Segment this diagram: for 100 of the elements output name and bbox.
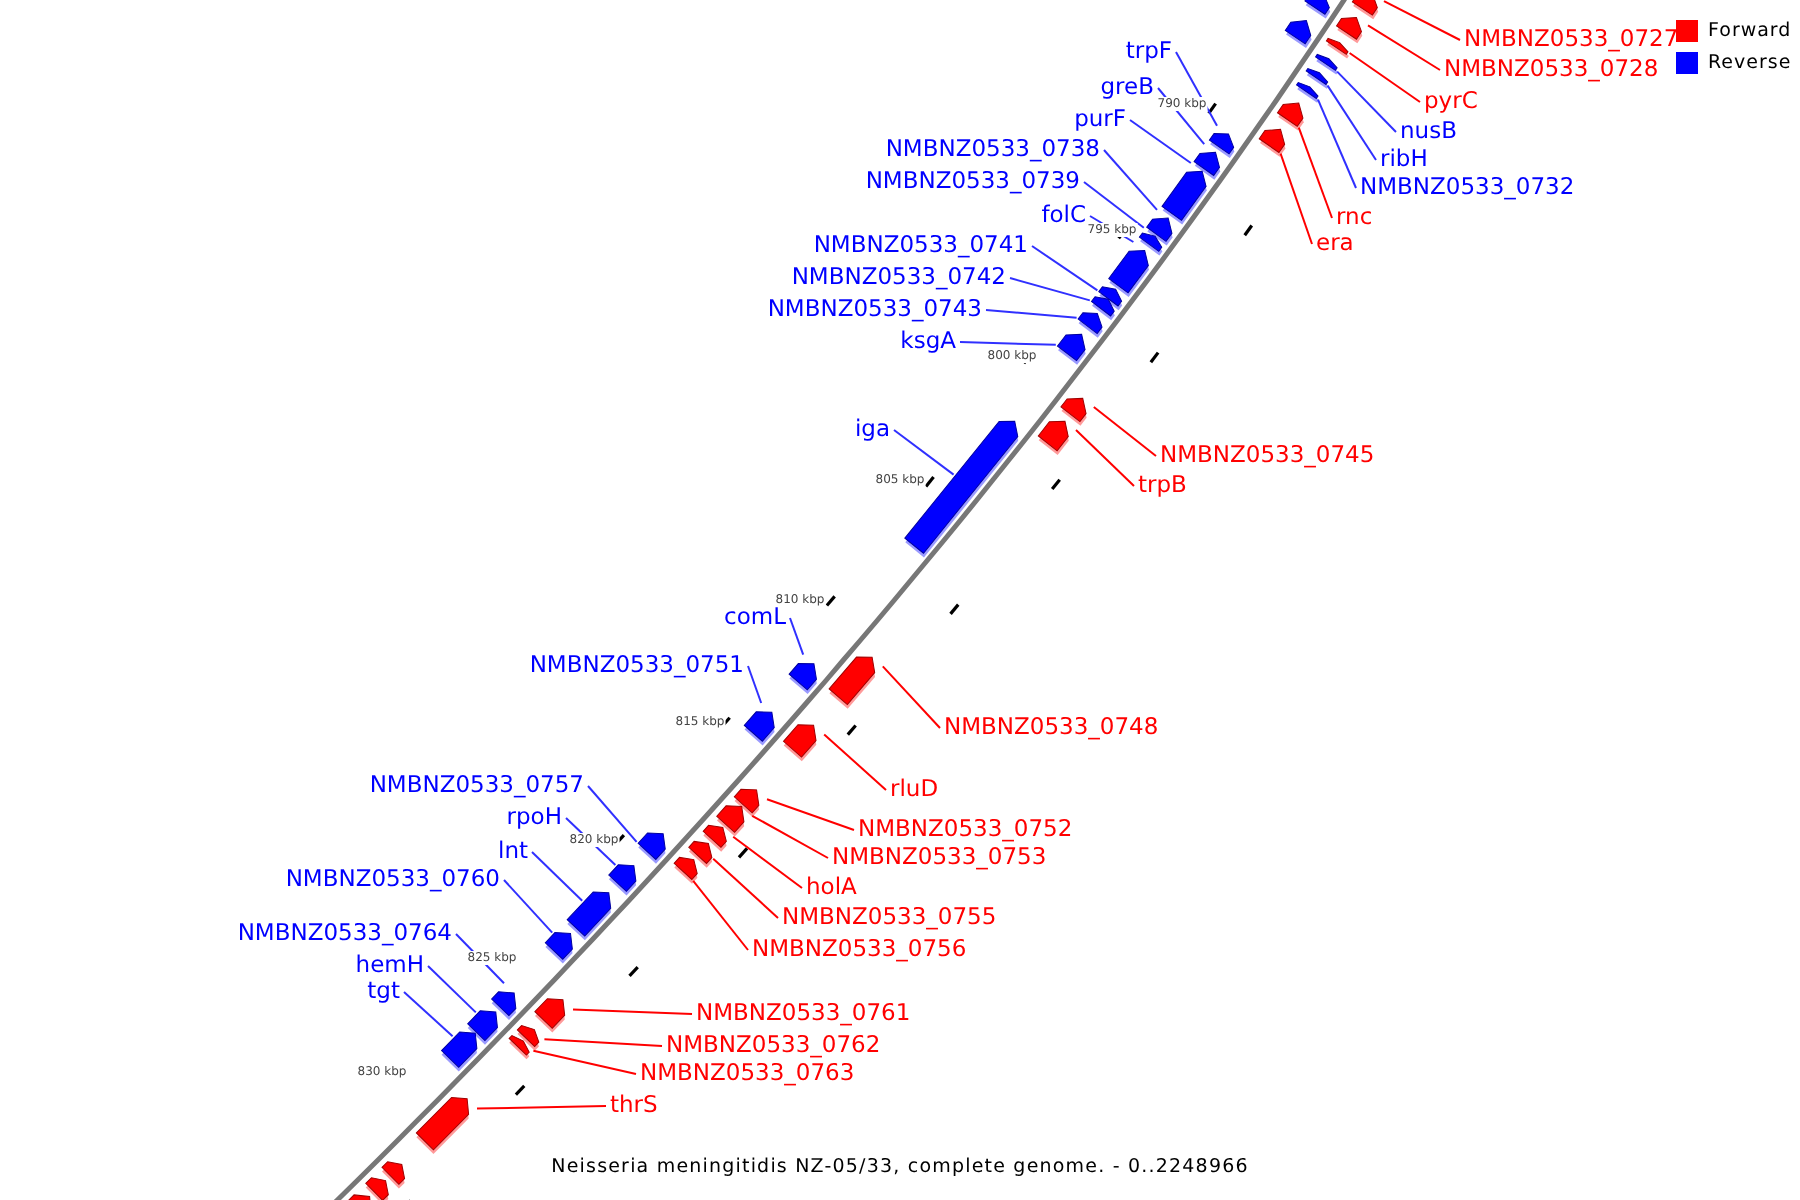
gene-feature (828, 656, 876, 709)
gene-label: NMBNZ0533_0762 (666, 1032, 881, 1058)
gene-label: NMBNZ0533_0752 (858, 816, 1073, 842)
gene-label: NMBNZ0533_0738 (885, 136, 1100, 162)
gene-label: NMBNZ0533_0753 (832, 844, 1047, 870)
gene-label: NMBNZ0533_0741 (813, 232, 1028, 258)
gene-feature (1351, 0, 1379, 20)
gene-feature (608, 864, 637, 896)
gene-feature (1037, 420, 1069, 455)
leader-line (1031, 245, 1099, 292)
gene-label: ksgA (900, 328, 956, 354)
leader-line (427, 965, 477, 1014)
gene-feature (1277, 102, 1304, 131)
gene-feature (365, 1177, 389, 1200)
gene-label: NMBNZ0533_0748 (944, 714, 1159, 740)
gene-feature (783, 724, 817, 762)
leader-line (1092, 406, 1157, 457)
leader-line (503, 879, 554, 934)
leader-line (692, 879, 749, 951)
leader-line (712, 857, 779, 919)
gene-feature (904, 420, 1019, 558)
gene-label: NMBNZ0533_0757 (369, 772, 584, 798)
leader-line (1279, 152, 1313, 245)
leader-line (1103, 149, 1158, 211)
gene-feature (1325, 37, 1349, 59)
gene-label: purF (1074, 106, 1126, 132)
leader-line (881, 665, 941, 729)
gene-label: NMBNZ0533_0745 (1160, 442, 1375, 468)
gene-feature (491, 991, 517, 1020)
gene-label: NMBNZ0533_0727 (1464, 26, 1679, 52)
gene-label: rluD (890, 776, 939, 802)
leader-line (476, 1105, 607, 1110)
gene-label: folC (1041, 202, 1086, 228)
gene-feature (1258, 128, 1286, 157)
gene-label: holA (806, 874, 857, 900)
leader-line (587, 785, 638, 843)
gene-label: greB (1100, 74, 1154, 100)
gene-feature (673, 856, 698, 884)
leader-line (1348, 52, 1421, 103)
gene-feature (534, 998, 566, 1033)
gene-label: NMBNZ0533_0732 (1360, 174, 1575, 200)
leader-line (766, 798, 855, 831)
leader-line (1383, 0, 1461, 41)
gene-label: NMBNZ0533_0728 (1444, 56, 1659, 82)
gene-label: hemH (355, 952, 424, 978)
leader-line (572, 1008, 693, 1015)
leader-line (1075, 429, 1135, 487)
gene-feature (508, 1035, 530, 1060)
gene-label: NMBNZ0533_0743 (767, 296, 982, 322)
gene-label: thrS (610, 1092, 658, 1118)
gene-feature (1060, 397, 1087, 426)
gene-label: nusB (1400, 118, 1457, 144)
leader-line (823, 733, 887, 791)
legend-label: Forward (1708, 20, 1792, 42)
caption: Neisseria meningitidis NZ-05/33, complete genome. - 0..2248966 (551, 1156, 1249, 1178)
gene-feature (566, 891, 612, 941)
leader-line (751, 814, 829, 859)
leader-line (1297, 126, 1333, 219)
gene-label: tgt (367, 978, 400, 1004)
gene-feature (1284, 20, 1312, 48)
leader-line (1336, 70, 1397, 133)
gene-feature (743, 711, 775, 746)
leader-line (403, 991, 454, 1038)
gene-label: NMBNZ0533_0755 (782, 904, 997, 930)
gene-feature (1077, 312, 1103, 338)
gene-label: rpoH (506, 804, 562, 830)
leader-line (532, 1049, 637, 1075)
gene-feature (1305, 68, 1329, 89)
gene-label: trpB (1138, 472, 1187, 498)
leader-line (732, 835, 803, 889)
leader-line (1129, 119, 1192, 164)
leader-line (959, 341, 1057, 346)
leader-line (531, 851, 584, 902)
leader-line (543, 1038, 663, 1047)
gene-feature (1336, 17, 1363, 44)
leader-line (893, 429, 955, 476)
gene-feature (1315, 54, 1338, 75)
gene-feature (441, 1031, 478, 1072)
leader-line (1083, 181, 1145, 229)
gene-label: lnt (498, 838, 528, 864)
gene-label: iga (854, 416, 890, 442)
leader-line (1326, 84, 1377, 161)
gene-label: NMBNZ0533_0760 (285, 866, 500, 892)
gene-feature (544, 932, 573, 964)
leader-line (1175, 51, 1218, 127)
leader-line (1009, 277, 1091, 302)
gene-label: pyrC (1424, 88, 1478, 114)
leader-line (1367, 24, 1441, 71)
gene-label: NMBNZ0533_0739 (865, 168, 1080, 194)
gene-feature (637, 832, 666, 864)
gene-label: NMBNZ0533_0742 (791, 264, 1006, 290)
gene-feature (1161, 170, 1207, 225)
gene-label: NMBNZ0533_0761 (696, 1000, 911, 1026)
leader-line (1317, 98, 1357, 189)
leader-line (747, 665, 763, 704)
gene-feature (1108, 249, 1149, 298)
leader-line (789, 617, 805, 656)
gene-label: NMBNZ0533_0764 (237, 920, 452, 946)
legend-label: Reverse (1708, 52, 1792, 74)
gene-label: ribH (1380, 146, 1428, 172)
